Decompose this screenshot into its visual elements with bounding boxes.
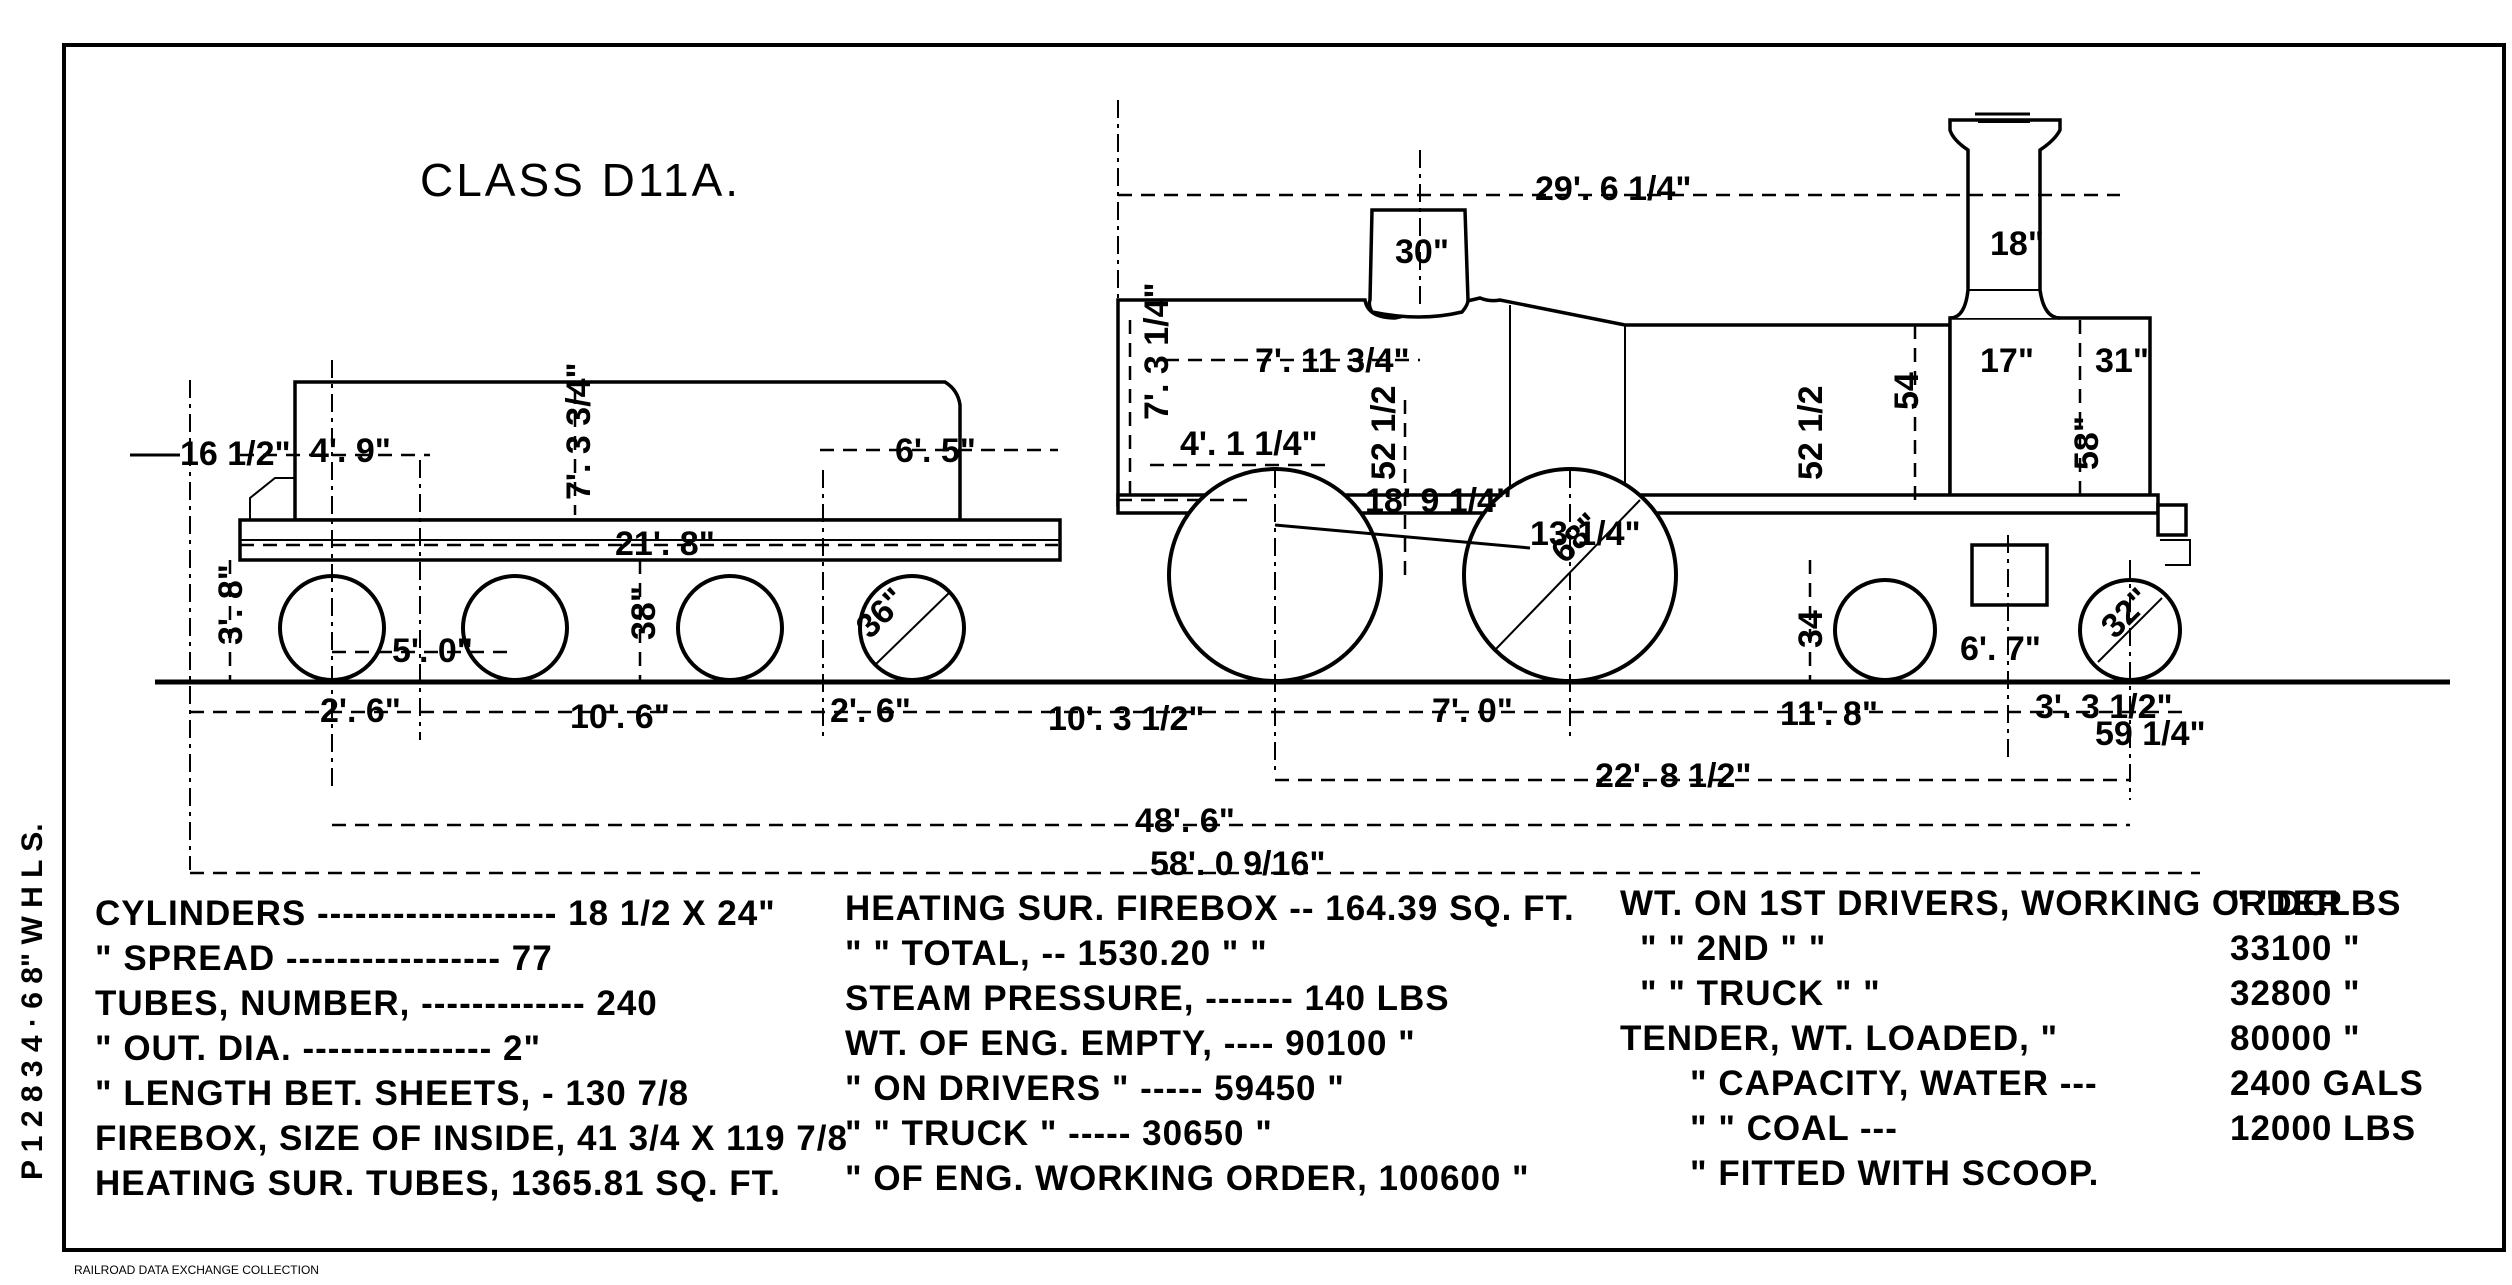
- dim-tender-wheel-height: 38": [625, 586, 663, 640]
- spec-line: TENDER, WT. LOADED, ": [1620, 1019, 2058, 1058]
- pilot: [2160, 539, 2191, 566]
- spec-line: " " TRUCK " ": [1640, 974, 1881, 1013]
- spec-line: " " COAL ---: [1690, 1109, 1898, 1148]
- spec-value: 32800 ": [2230, 974, 2361, 1013]
- dim-frame-1: 52 1/2: [1365, 385, 1403, 480]
- spec-line: " OF ENG. WORKING ORDER, 100600 ": [845, 1159, 1530, 1198]
- dim-b1: 2'. 6": [320, 692, 401, 730]
- dim-b2: 10'. 6": [570, 698, 670, 736]
- dimension-lines: [130, 193, 2200, 875]
- dim-boiler-height: 7'. 3 1/4": [1138, 282, 1176, 420]
- spec-table: CYLINDERS ------------------- 18 1/2 X 2…: [95, 884, 2424, 1203]
- dim-b3: 2'. 6": [830, 692, 911, 730]
- dim-tender-1: 4'. 9": [310, 432, 391, 470]
- spec-line: " SPREAD ----------------- 77: [95, 939, 553, 978]
- dim-tender-deck: 3'. 8": [212, 564, 250, 645]
- dim-tender-axle: 5'. 0": [392, 632, 473, 670]
- spec-value: 12000 LBS: [2230, 1109, 2416, 1148]
- spec-line: " LENGTH BET. SHEETS, - 130 7/8: [95, 1074, 689, 1113]
- side-note: P 1 2 8 3 4 · 6 8" W H L S.: [16, 823, 49, 1180]
- driver-dia-line: [1494, 499, 1641, 651]
- diagram-title: CLASS D11A.: [420, 154, 741, 206]
- dim-firebox-front: 4'. 1 1/4": [1180, 425, 1318, 463]
- spec-line: " " TRUCK " ----- 30650 ": [845, 1114, 1273, 1153]
- dim-b4: 10'. 3 1/2": [1048, 700, 1205, 738]
- smokestack: [1948, 118, 2062, 320]
- tender-wheel-2: [461, 574, 569, 682]
- spec-line: " ON DRIVERS " ----- 59450 ": [845, 1069, 1345, 1108]
- side-rod: [1274, 523, 1531, 550]
- spec-line: " " TOTAL, -- 1530.20 " ": [845, 934, 1268, 973]
- spec-line: WT. ON 1ST DRIVERS, WORKING ORDER: [1620, 884, 2343, 923]
- stack-dim-label: 18": [1990, 225, 2044, 263]
- tender-wheel-3: [676, 574, 784, 682]
- dome-dim-label: 30": [1395, 233, 1449, 271]
- spec-line: " OUT. DIA. --------------- 2": [95, 1029, 541, 1068]
- dim-tender-height: 7'. 3 3/4": [560, 362, 598, 500]
- dim-wheelbase-engine: 22'. 8 1/2": [1595, 757, 1752, 795]
- dim-tender-end: 16 1/2": [180, 435, 291, 473]
- dim-truck-spacing: 6'. 7": [1960, 630, 2041, 668]
- spec-line: FIREBOX, SIZE OF INSIDE, 41 3/4 X 119 7/…: [95, 1119, 848, 1158]
- steam-dome: [1367, 208, 1470, 319]
- dim-tender-length: 21'. 8": [615, 525, 715, 563]
- dim-stack-base: 17": [1980, 342, 2034, 380]
- collection-credit: RAILROAD DATA EXCHANGE COLLECTION: [74, 1263, 319, 1277]
- spec-line: " " 2ND " ": [1640, 929, 1826, 968]
- dim-overall-length: 58'. 0 9/16": [1150, 845, 1325, 883]
- dim-b8: 59 1/4": [2095, 715, 2206, 753]
- dim-boiler: 7'. 11 3/4": [1255, 342, 1410, 380]
- spec-line: STEAM PRESSURE, ------- 140 LBS: [845, 979, 1450, 1018]
- dim-frame-3: 18' 9 1/4": [1365, 482, 1512, 520]
- crank-label: 13 1/4": [1530, 515, 1641, 553]
- spec-column-4: " "DCLBS 33100 " 32800 " 80000 " 2400 GA…: [2230, 884, 2424, 1148]
- cylinder-box: [1970, 543, 2049, 607]
- tender-coal-gate: [249, 477, 295, 520]
- dim-truck-height: 34: [1792, 610, 1830, 648]
- dim-tender-2: 6'. 5": [895, 432, 976, 470]
- spec-value: 80000 ": [2230, 1019, 2361, 1058]
- spec-value: " "DCLBS: [2230, 884, 2401, 923]
- spec-value: 33100 ": [2230, 929, 2361, 968]
- spec-column-3: WT. ON 1ST DRIVERS, WORKING ORDER " " 2N…: [1620, 884, 2343, 1193]
- spec-value: 2400 GALS: [2230, 1064, 2424, 1103]
- spec-column-2: HEATING SUR. FIREBOX -- 164.39 SQ. FT. "…: [845, 889, 1575, 1198]
- dim-frame-2: 52 1/2: [1792, 385, 1830, 480]
- center-lines: [189, 100, 2131, 870]
- truck-wheel-1: [1833, 578, 1937, 682]
- dimension-labels: 29'. 6 1/4" 7'. 11 3/4" 7'. 3 1/4" 4'. 1…: [180, 170, 2206, 883]
- dim-stack-front: 31": [2095, 342, 2149, 380]
- spec-column-1: CYLINDERS ------------------- 18 1/2 X 2…: [95, 894, 848, 1203]
- dim-b5: 7'. 0": [1432, 692, 1513, 730]
- spec-line: HEATING SUR. FIREBOX -- 164.39 SQ. FT.: [845, 889, 1575, 928]
- dim-smokebox: 54: [1888, 372, 1926, 410]
- spec-line: " FITTED WITH SCOOP.: [1690, 1154, 2099, 1193]
- spec-line: " CAPACITY, WATER ---: [1690, 1064, 2098, 1103]
- spec-line: WT. OF ENG. EMPTY, ---- 90100 ": [845, 1024, 1416, 1063]
- drawing-border: [62, 43, 2506, 1252]
- dim-b6: 11'. 8": [1780, 695, 1878, 733]
- dim-b7: 3'. 3 1/2": [2035, 688, 2173, 726]
- dim-engine-overall: 29'. 6 1/4": [1535, 170, 1692, 208]
- spec-line: HEATING SUR. TUBES, 1365.81 SQ. FT.: [95, 1164, 781, 1203]
- tender: 36": [238, 380, 1062, 682]
- dim-wheelbase-total: 48'. 6": [1135, 802, 1235, 840]
- pilot-beam: [2156, 503, 2188, 537]
- spec-line: TUBES, NUMBER, ------------- 240: [95, 984, 658, 1023]
- tender-wheel-dia-line: [874, 591, 951, 666]
- tender-tank: [293, 380, 962, 522]
- spec-line: CYLINDERS ------------------- 18 1/2 X 2…: [95, 894, 776, 933]
- dim-smokebox-height: 58": [2068, 416, 2106, 470]
